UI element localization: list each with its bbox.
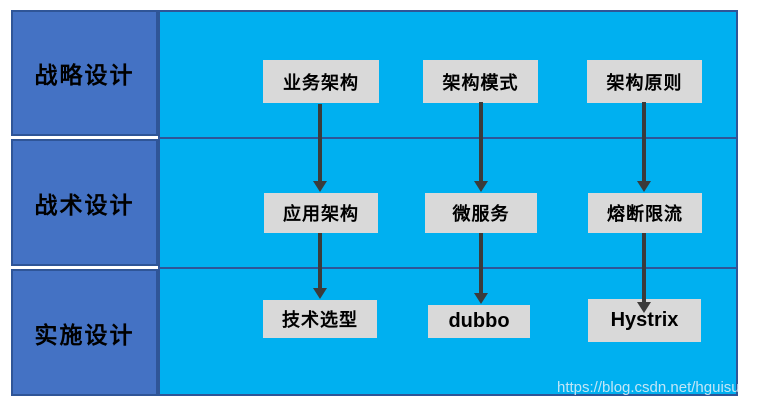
node-architecture-principles: 架构原则 [587, 60, 702, 103]
arrow-shaft [318, 233, 322, 289]
arrow-head-icon [474, 293, 488, 304]
arrow-principles-to-circuitbreak [637, 102, 651, 192]
node-dubbo: dubbo [428, 305, 530, 338]
node-microservices: 微服务 [425, 193, 537, 233]
arrow-head-icon [313, 288, 327, 299]
node-business-architecture: 业务架构 [263, 60, 379, 103]
node-architecture-pattern: 架构模式 [423, 60, 538, 103]
arrow-pattern-to-microservices [474, 102, 488, 192]
node-application-architecture: 应用架构 [264, 193, 378, 233]
arrow-circuitbreak-to-hystrix [637, 233, 651, 313]
arrow-application-to-techselection [313, 233, 327, 299]
row-divider [160, 137, 736, 139]
arrow-shaft [479, 233, 483, 294]
row-label-text: 实施设计 [34, 322, 135, 348]
row-label-text: 战术设计 [34, 192, 135, 218]
row-label-implementation-design: 实施设计 [11, 269, 158, 396]
row-label-tactical-design: 战术设计 [11, 139, 158, 266]
watermark-url: https://blog.csdn.net/hguisu [557, 379, 740, 396]
arrow-business-to-application [313, 104, 327, 192]
arrow-head-icon [637, 302, 651, 313]
arrow-microservices-to-dubbo [474, 233, 488, 304]
row-label-strategic-design: 战略设计 [11, 10, 158, 136]
row-divider [160, 267, 736, 269]
node-technology-selection: 技术选型 [263, 300, 377, 338]
arrow-shaft [642, 233, 646, 303]
row-label-text: 战略设计 [34, 63, 135, 88]
arrow-shaft [642, 102, 646, 182]
arrow-head-icon [474, 181, 488, 192]
arrow-shaft [479, 102, 483, 182]
arrow-head-icon [637, 181, 651, 192]
arrow-shaft [318, 104, 322, 182]
arrow-head-icon [313, 181, 327, 192]
node-circuit-break-rate-limit: 熔断限流 [588, 193, 702, 233]
